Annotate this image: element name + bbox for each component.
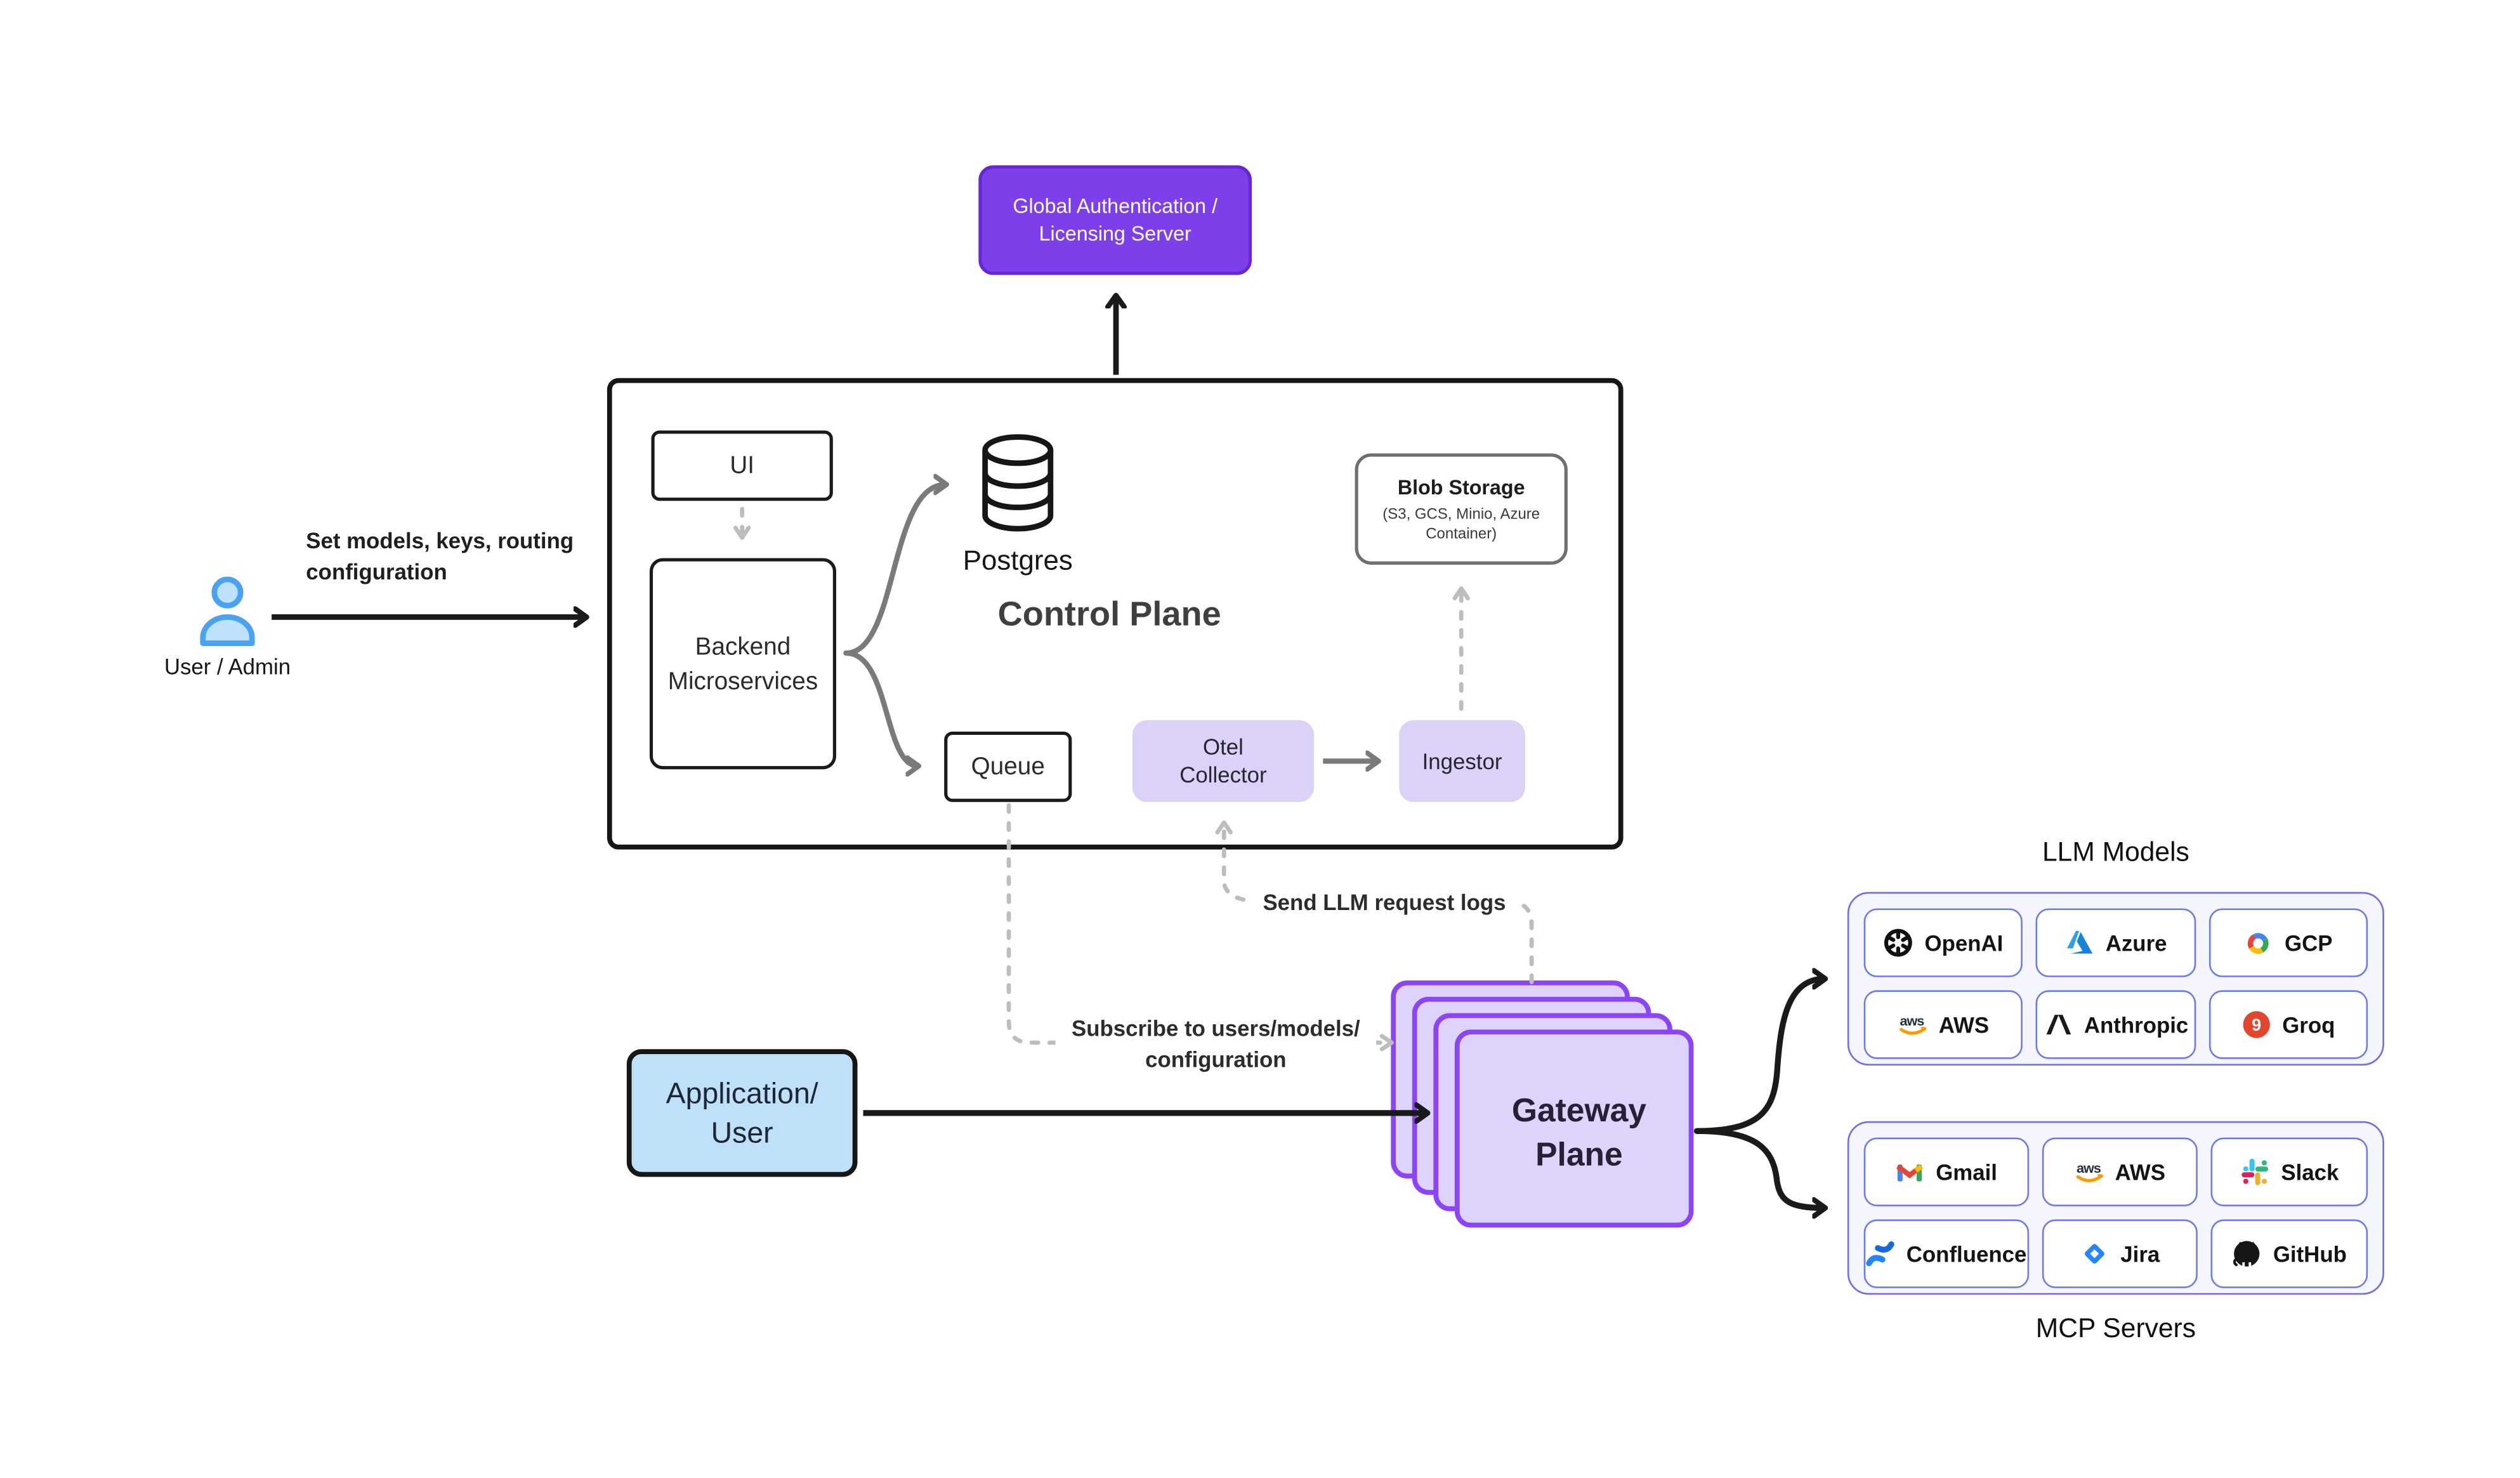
set-models-line2: configuration bbox=[306, 560, 447, 584]
llm-card-anthropic-label: Anthropic bbox=[2084, 1012, 2189, 1037]
ingestor-label: Ingestor bbox=[1422, 748, 1502, 774]
user-admin-label: User / Admin bbox=[164, 654, 291, 680]
mcp-card-gmail-label: Gmail bbox=[1936, 1159, 1997, 1185]
ui-label: UI bbox=[730, 451, 755, 480]
aws-icon: aws bbox=[1899, 1013, 1926, 1035]
otel-collector-node: Otel Collector bbox=[1132, 720, 1315, 802]
llm-card-groq: 9 Groq bbox=[2208, 990, 2368, 1059]
global-auth-server-node: Global Authentication / Licensing Server bbox=[978, 165, 1252, 275]
mcp-card-gmail: Gmail bbox=[1863, 1137, 2028, 1206]
groq-icon: 9 bbox=[2242, 1011, 2270, 1038]
queue-label: Queue bbox=[971, 753, 1045, 781]
svg-text:9: 9 bbox=[2251, 1015, 2261, 1034]
blob-storage-node: Blob Storage (S3, GCS, Minio, Azure Cont… bbox=[1355, 453, 1568, 565]
send-logs-text: Send LLM request logs bbox=[1263, 890, 1506, 915]
ingestor-node: Ingestor bbox=[1399, 720, 1525, 802]
backend-line1: Backend bbox=[695, 632, 791, 661]
llm-card-aws-label: AWS bbox=[1938, 1012, 1990, 1037]
app-line2: User bbox=[711, 1116, 773, 1149]
mcp-card-slack-label: Slack bbox=[2281, 1159, 2339, 1185]
ui-node: UI bbox=[651, 430, 833, 501]
auth-line2: Licensing Server bbox=[1039, 221, 1191, 245]
llm-card-gcp-label: GCP bbox=[2285, 930, 2333, 955]
edge-label-set-models: Set models, keys, routing configuration bbox=[306, 525, 617, 588]
gmail-icon bbox=[1896, 1164, 1923, 1182]
llm-card-azure-label: Azure bbox=[2105, 930, 2167, 955]
aws-icon: aws bbox=[2075, 1160, 2103, 1182]
otel-line2: Collector bbox=[1179, 762, 1267, 788]
edge-gateway-to-mcp bbox=[1693, 1128, 1825, 1208]
otel-line1: Otel bbox=[1202, 735, 1244, 760]
gateway-plane-node: Gateway Plane bbox=[1454, 1029, 1694, 1228]
llm-card-openai-label: OpenAI bbox=[1924, 930, 2004, 955]
llm-panel-title: LLM Models bbox=[2042, 838, 2189, 868]
subscribe-line2: configuration bbox=[1145, 1047, 1287, 1072]
azure-icon bbox=[2066, 931, 2092, 954]
gateway-line1: Gateway bbox=[1511, 1092, 1646, 1129]
jira-icon bbox=[2084, 1244, 2104, 1264]
llm-card-azure: Azure bbox=[2036, 908, 2196, 977]
blob-title: Blob Storage bbox=[1397, 475, 1525, 499]
control-plane-title: Control Plane bbox=[997, 595, 1221, 634]
mcp-card-aws: aws AWS bbox=[2041, 1137, 2198, 1206]
postgres-label: Postgres bbox=[962, 544, 1073, 576]
queue-node: Queue bbox=[944, 731, 1072, 802]
github-icon bbox=[2233, 1241, 2260, 1267]
user-admin-icon bbox=[200, 576, 255, 647]
backend-line2: Microservices bbox=[667, 667, 818, 695]
mcp-panel-title: MCP Servers bbox=[2035, 1314, 2196, 1344]
mcp-card-confluence: Confluence bbox=[1863, 1219, 2028, 1288]
svg-text:aws: aws bbox=[1900, 1013, 1924, 1029]
application-user-node: Application/ User bbox=[626, 1049, 858, 1177]
anthropic-icon bbox=[2045, 1015, 2071, 1035]
llm-card-openai: OpenAI bbox=[1863, 908, 2023, 977]
mcp-card-slack: Slack bbox=[2211, 1137, 2368, 1206]
mcp-card-confluence-label: Confluence bbox=[1906, 1241, 2027, 1267]
edge-label-subscribe: Subscribe to users/models/ configuration bbox=[1055, 1013, 1377, 1076]
mcp-card-github: GitHub bbox=[2211, 1219, 2368, 1288]
llm-models-panel: OpenAI Azure GCP aws bbox=[1847, 892, 2384, 1066]
blob-sub2: Container) bbox=[1426, 524, 1497, 541]
mcp-card-github-label: GitHub bbox=[2273, 1241, 2347, 1267]
svg-text:aws: aws bbox=[2076, 1160, 2101, 1176]
mcp-servers-panel: Gmail aws AWS Slack bbox=[1847, 1121, 2384, 1295]
llm-card-gcp: GCP bbox=[2208, 908, 2368, 977]
gateway-line2: Plane bbox=[1535, 1137, 1623, 1173]
mcp-card-jira-label: Jira bbox=[2120, 1241, 2160, 1267]
edge-gateway-to-llm bbox=[1693, 979, 1825, 1134]
subscribe-line1: Subscribe to users/models/ bbox=[1071, 1016, 1360, 1041]
confluence-icon bbox=[1866, 1241, 1894, 1267]
llm-card-anthropic: Anthropic bbox=[2036, 990, 2196, 1059]
slack-icon bbox=[2241, 1158, 2268, 1185]
mcp-card-jira: Jira bbox=[2041, 1219, 2198, 1288]
edge-label-send-logs: Send LLM request logs bbox=[1252, 887, 1517, 918]
mcp-card-aws-label: AWS bbox=[2115, 1159, 2165, 1185]
backend-microservices-node: Backend Microservices bbox=[649, 558, 836, 770]
set-models-line1: Set models, keys, routing bbox=[306, 529, 574, 553]
blob-sub1: (S3, GCS, Minio, Azure bbox=[1382, 505, 1540, 522]
auth-line1: Global Authentication / bbox=[1013, 194, 1218, 217]
app-line1: Application/ bbox=[666, 1077, 818, 1110]
llm-card-aws: aws AWS bbox=[1863, 990, 2023, 1059]
gcp-icon bbox=[2248, 933, 2269, 954]
postgres-database-icon bbox=[982, 434, 1054, 532]
llm-card-groq-label: Groq bbox=[2282, 1012, 2335, 1037]
openai-icon bbox=[1884, 928, 1913, 957]
